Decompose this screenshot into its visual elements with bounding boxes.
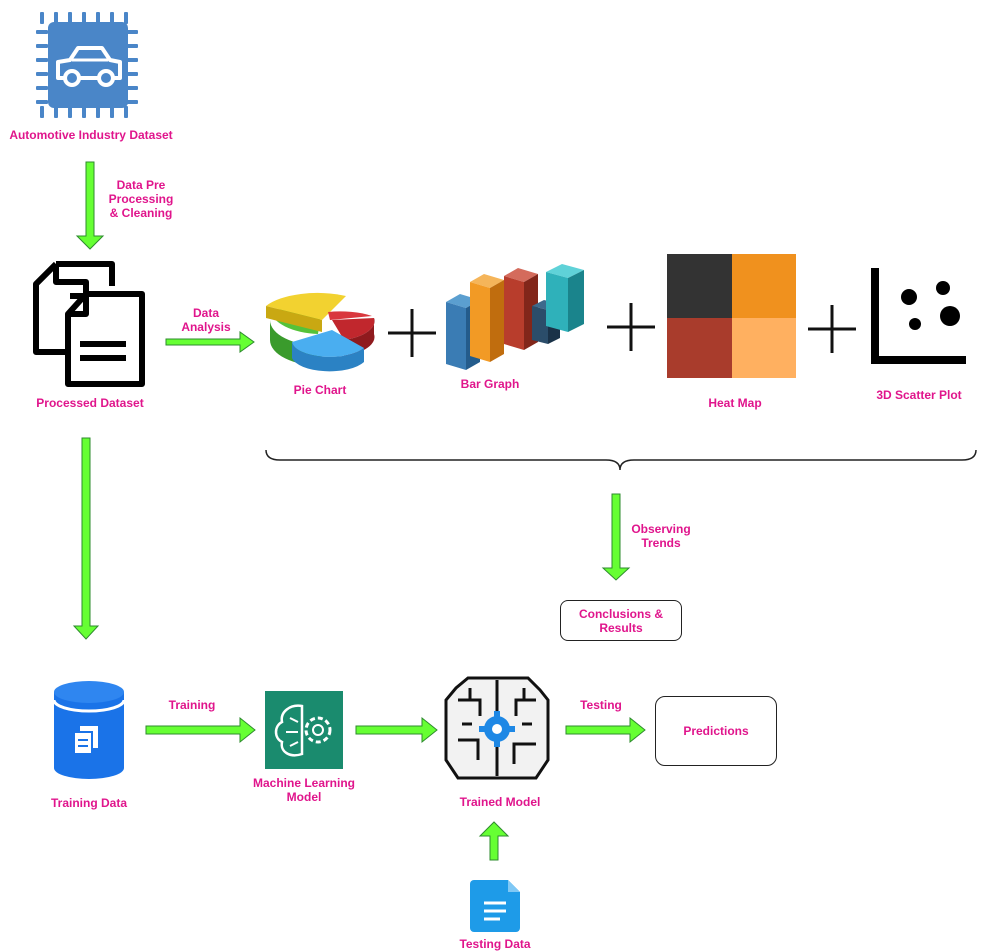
training-data-label: Training Data [50,796,127,810]
flow-arrows [72,161,646,861]
preprocessing-label: Data Pre Processing & Cleaning [108,178,174,220]
bar-graph-label: Bar Graph [460,377,520,391]
plus-icon [388,303,856,357]
conclusions-box: Conclusions & Results [560,600,682,641]
bar-graph-3d-icon [446,264,584,370]
processed-dataset-label: Processed Dataset [36,396,144,410]
ml-model-label: Machine Learning Model [252,776,356,804]
training-edge-label: Training [168,698,216,712]
arrow-observing [601,493,631,581]
testing-edge-label: Testing [580,698,622,712]
predictions-box: Predictions [655,696,777,766]
documents-icon [33,261,145,387]
testing-data-label: Testing Data [459,937,531,951]
heat-map-label: Heat Map [708,396,762,410]
scatter-plot-icon [871,268,966,364]
arrow-preprocessing [75,161,105,250]
pie-chart-label: Pie Chart [293,383,347,397]
grouping-brace [265,449,977,471]
brain-gear-icon [265,691,343,769]
database-icon [52,681,126,779]
arrow-to-trained-model [355,716,438,744]
conclusions-label: Conclusions & Results [578,606,663,635]
arrow-analysis [165,331,255,353]
arrow-testing-data [478,821,510,861]
automotive-dataset-label: Automotive Industry Dataset [9,128,173,142]
brain-chip-icon [444,676,550,780]
pie-chart-3d-icon [266,292,375,372]
arrow-training [145,716,256,744]
analysis-label: Data Analysis [181,306,231,334]
scatter-plot-label: 3D Scatter Plot [876,388,962,402]
observing-label: Observing Trends [631,522,691,550]
arrow-to-training-data [72,437,100,640]
file-icon [470,880,520,932]
predictions-label: Predictions [683,724,749,738]
arrow-testing [565,716,646,744]
trained-model-label: Trained Model [459,795,541,809]
heat-map-icon [667,254,796,378]
car-chip-icon [36,12,138,118]
